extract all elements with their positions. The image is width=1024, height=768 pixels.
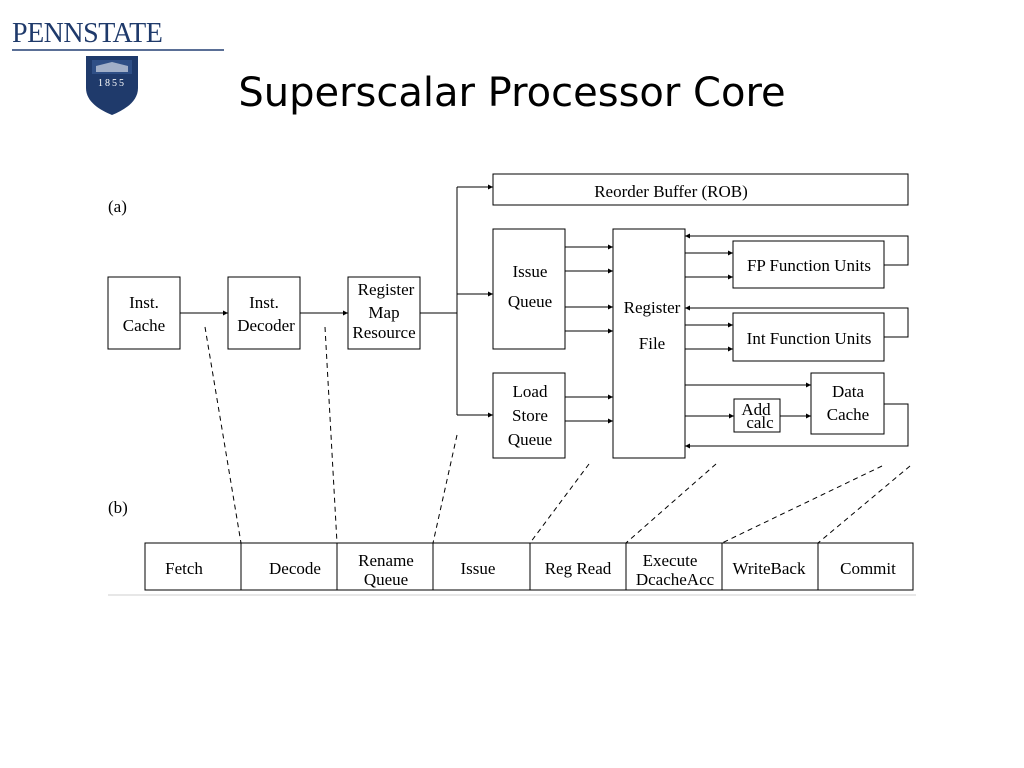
register-file-block: Register File [612,228,686,459]
stage-decode: Decode [269,559,321,578]
pipeline-stages: Fetch Decode Rename Queue Issue Reg Read… [144,542,914,591]
int-function-units-block: Int Function Units [732,312,885,362]
inst-cache-line-1: Inst. [129,293,159,312]
int-units-label: Int Function Units [747,329,872,348]
issue-queue-line-1: Issue [513,262,548,281]
stage-rename-queue: Queue [364,570,408,589]
logo-divider [12,49,224,51]
pennstate-seal: 1855 [86,56,138,115]
stage-commit: Commit [840,559,896,578]
part-a-label: (a) [108,197,127,216]
stage-writeback: WriteBack [733,559,806,578]
stage-mapping-lines [204,326,911,544]
stage-rename: Rename [358,551,414,570]
stage-execute: Execute [643,551,698,570]
lsq-line-1: Load [513,382,548,401]
register-file-line-2: File [639,334,665,353]
part-b-label: (b) [108,498,128,517]
register-map-line-3: Resource [352,323,415,342]
data-cache-block: Data Cache [810,372,885,435]
data-cache-line-2: Cache [827,405,869,424]
seal-year: 1855 [98,78,126,89]
page-title: Superscalar Processor Core [238,70,786,116]
stage-issue: Issue [461,559,496,578]
addr-calc-line-1: Add [741,400,771,419]
load-store-queue-block: Load Store Queue [492,372,566,459]
inst-cache-block: Inst. Cache [107,276,181,350]
register-map-line-2: Map [368,303,399,322]
rob-block: Reorder Buffer (ROB) [492,173,909,206]
inst-cache-line-2: Cache [123,316,165,335]
register-map-line-1: Register [358,280,415,299]
inst-decoder-line-1: Inst. [249,293,279,312]
fp-function-units-block: FP Function Units [732,240,885,289]
issue-queue-line-2: Queue [508,292,552,311]
stage-dcacheacc: DcacheAcc [636,570,715,589]
issue-queue-block: Issue Queue [492,228,566,350]
data-cache-line-1: Data [832,382,865,401]
pennstate-logo-text: PENNSTATE [12,18,163,49]
stage-reg-read: Reg Read [545,559,612,578]
inst-decoder-line-2: Decoder [237,316,295,335]
register-file-line-1: Register [624,298,681,317]
lsq-line-2: Store [512,406,548,425]
lsq-line-3: Queue [508,430,552,449]
address-calc-block: Add calc [733,398,781,433]
fp-units-label: FP Function Units [747,256,871,275]
dataflow-arrows [180,184,909,449]
stage-fetch: Fetch [165,559,203,578]
register-map-block: Register Map Resource [347,276,421,350]
inst-decoder-block: Inst. Decoder [227,276,301,350]
addr-calc-line-2: calc [746,413,774,432]
rob-label: Reorder Buffer (ROB) [594,182,748,201]
